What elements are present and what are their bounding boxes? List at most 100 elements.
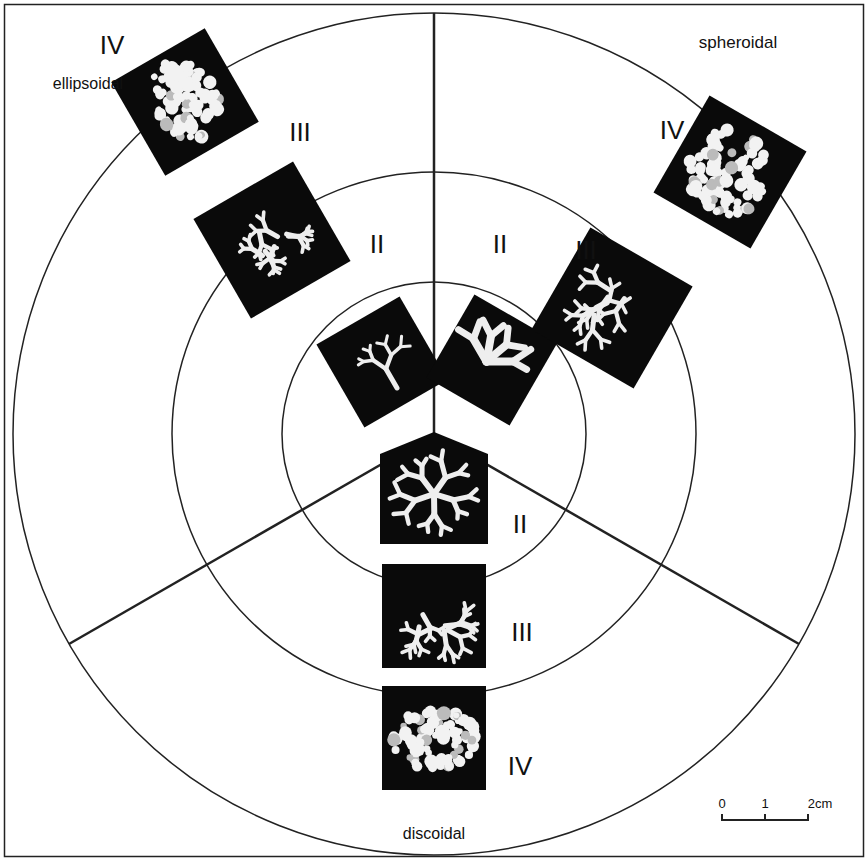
coral-branch: [241, 244, 244, 249]
scale-label: 1: [761, 797, 768, 810]
coral-polyp: [742, 201, 757, 216]
outer-ring: [13, 13, 855, 855]
specimen-photo: [111, 28, 259, 176]
coral-branch: [471, 322, 483, 339]
coral-polyp: [465, 751, 473, 759]
coral-branch: [251, 224, 257, 232]
coral-polyp: [190, 105, 204, 119]
coral-branch: [271, 267, 277, 273]
photo-ground: [193, 161, 350, 318]
coral-polyp: [157, 115, 175, 133]
coral-branch: [506, 339, 524, 353]
coral-branch: [441, 526, 442, 535]
coral-polyp: [180, 80, 193, 93]
coral-polyp: [172, 91, 182, 101]
coral-polyp: [195, 132, 204, 141]
coral-polyp: [755, 181, 766, 192]
coral-branch: [367, 345, 373, 351]
scale-label: 2cm: [808, 797, 833, 810]
coral-polyp: [452, 735, 462, 745]
coral-polyp: [689, 182, 703, 196]
specimen-photo: [380, 432, 488, 544]
coral-branch: [386, 369, 397, 388]
coral-branch: [381, 355, 396, 369]
coral-branch: [402, 467, 408, 474]
sector-label: ellipsoidal: [53, 76, 123, 92]
scale-label: 0: [718, 797, 725, 810]
coral-branch: [469, 635, 475, 640]
specimen-photo: [531, 227, 692, 388]
stage-numeral: IV: [660, 117, 685, 143]
coral-polyp: [428, 763, 437, 772]
coral-branch: [400, 494, 415, 500]
coral-branch: [281, 260, 285, 265]
photo-ground: [654, 96, 807, 249]
coral-polyp: [449, 728, 456, 735]
coral-branch: [359, 357, 364, 363]
coral-polyp: [207, 81, 215, 89]
frame: [5, 5, 864, 857]
sector-label: spheroidal: [699, 34, 777, 51]
coral-branch: [419, 524, 427, 526]
coral-branch: [612, 281, 620, 290]
coral-polyp: [392, 746, 400, 754]
coral-branch: [425, 636, 429, 642]
photo-ground: [531, 227, 692, 388]
coral-polyp: [437, 725, 446, 734]
coral-branch: [439, 654, 444, 658]
coral-branch: [513, 361, 527, 369]
coral-polyp: [437, 706, 451, 720]
coral-branch: [257, 262, 263, 266]
coral-branch: [438, 630, 442, 634]
specimen-photo: [316, 296, 447, 427]
specimen-photo: [654, 96, 807, 249]
coral-polyp: [755, 153, 770, 168]
coral-branch: [460, 648, 463, 654]
photo-ground: [316, 296, 447, 427]
coral-polyp: [154, 105, 163, 114]
coral-branch: [422, 459, 426, 466]
coral-branch: [604, 307, 616, 319]
stage-numeral: II: [513, 511, 527, 537]
coral-polyp: [423, 745, 430, 752]
coral-polyp: [411, 759, 419, 767]
coral-branch: [564, 310, 572, 315]
coral-polyp: [726, 147, 738, 159]
coral-polyp: [688, 165, 697, 174]
coral-polyp: [703, 162, 719, 178]
coral-polyp: [463, 717, 477, 731]
stage-numeral: II: [370, 231, 384, 257]
coral-branch: [619, 304, 629, 313]
coral-branch: [491, 323, 503, 339]
coral-branch: [469, 497, 478, 501]
stage-numeral: II: [493, 231, 507, 257]
coral-polyp: [204, 88, 220, 104]
coral-branch: [373, 357, 386, 372]
photo-ground: [426, 294, 557, 425]
coral-branch: [445, 624, 459, 626]
coral-polyp: [718, 195, 733, 210]
coral-polyp: [742, 163, 755, 176]
coral-branch: [448, 630, 460, 637]
coral-polyp: [407, 754, 414, 761]
photo-ground: [382, 564, 486, 668]
coral-branch: [579, 276, 587, 282]
coral-polyp: [427, 717, 439, 729]
coral-branch: [256, 232, 265, 244]
coral-branch: [416, 627, 419, 641]
coral-branch: [574, 324, 580, 331]
sector-divider: [434, 434, 799, 644]
coral-branch: [466, 605, 473, 611]
coral-branch: [573, 301, 583, 308]
stage-numeral: III: [511, 619, 533, 645]
coral-branch: [614, 323, 619, 331]
coral-branch: [452, 654, 454, 663]
coral-branch: [260, 212, 268, 221]
coral-branch: [609, 298, 621, 307]
coral-polyp: [741, 189, 755, 203]
coral-polyp: [150, 72, 159, 81]
coral-branch: [590, 273, 601, 283]
coral-branch: [468, 627, 473, 633]
coral-polyp: [445, 754, 452, 761]
